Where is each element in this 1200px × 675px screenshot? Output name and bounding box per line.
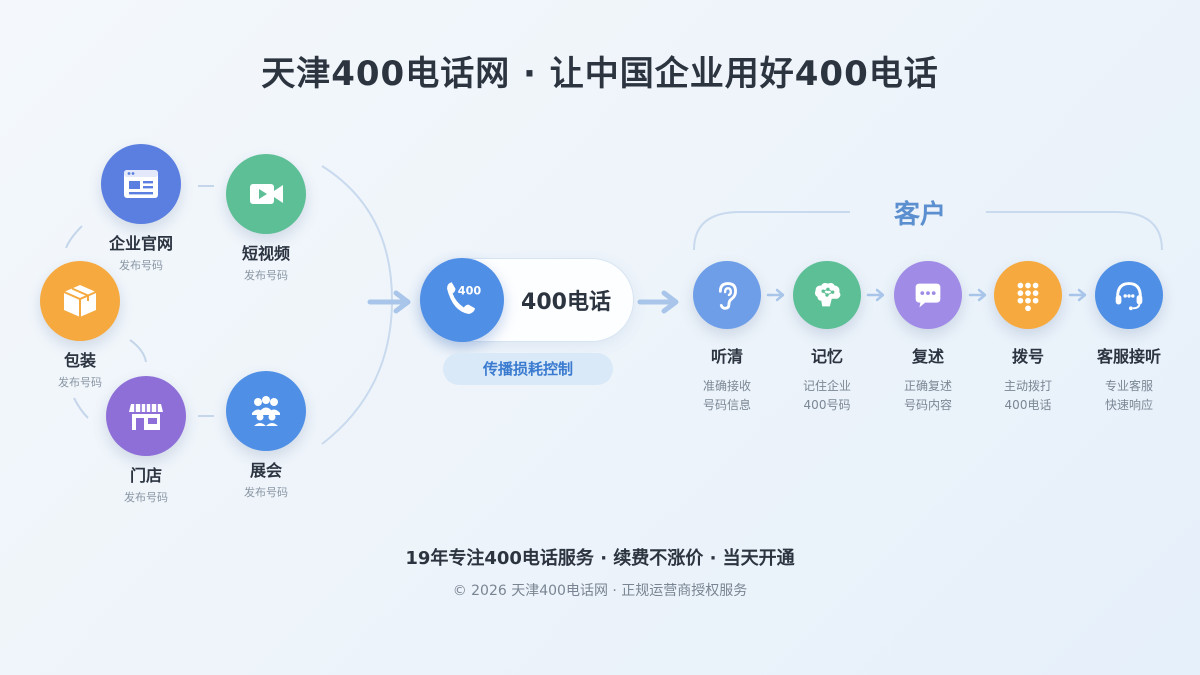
step-listen: 听清 准确接收号码信息 bbox=[667, 261, 787, 415]
source-website-label: 企业官网 bbox=[108, 234, 173, 253]
package-box-icon bbox=[63, 285, 97, 317]
customer-label: 客户 bbox=[893, 200, 946, 230]
source-package-label: 包装 bbox=[63, 351, 96, 370]
source-expo-label: 展会 bbox=[249, 461, 282, 480]
source-expo-circle bbox=[226, 371, 306, 451]
source-expo: 展会 发布号码 bbox=[196, 371, 336, 500]
source-package-circle bbox=[40, 261, 120, 341]
source-store-circle bbox=[106, 376, 186, 456]
source-video: 短视频 发布号码 bbox=[196, 154, 336, 283]
keypad-icon bbox=[1017, 282, 1039, 312]
step-repeat-label: 复述 bbox=[911, 347, 944, 366]
ear-icon bbox=[718, 282, 737, 310]
step-remember-circle bbox=[793, 261, 861, 329]
source-website-circle bbox=[101, 144, 181, 224]
connector-website-package bbox=[65, 225, 83, 249]
storefront-icon bbox=[129, 404, 163, 430]
source-package-sub: 发布号码 bbox=[58, 376, 102, 389]
step-arrow-3 bbox=[968, 288, 987, 302]
headset-icon bbox=[1115, 282, 1143, 311]
video-camera-icon bbox=[250, 184, 283, 204]
footer-tagline: 19年专注400电话服务 · 续费不涨价 · 当天开通 bbox=[405, 548, 795, 569]
step-dial-label: 拨号 bbox=[1011, 347, 1044, 366]
step-service: 客服接听 专业客服快速响应 bbox=[1069, 261, 1189, 415]
phone-icon: 400 bbox=[447, 282, 482, 314]
source-video-label: 短视频 bbox=[241, 244, 290, 263]
source-video-sub: 发布号码 bbox=[244, 269, 288, 282]
source-video-circle bbox=[226, 154, 306, 234]
loss-control-badge: 传播损耗控制 bbox=[443, 353, 613, 385]
connector-package-store bbox=[73, 397, 89, 419]
people-group-icon bbox=[252, 396, 280, 426]
center-400-circle: 400 bbox=[420, 258, 504, 342]
step-arrow-2 bbox=[866, 288, 885, 302]
step-service-circle bbox=[1095, 261, 1163, 329]
browser-icon bbox=[124, 170, 158, 198]
source-expo-sub: 发布号码 bbox=[244, 486, 288, 499]
step-arrow-4 bbox=[1068, 288, 1087, 302]
speech-bubble-icon bbox=[915, 283, 941, 308]
footer-copyright: © 2026 天津400电话网 · 正规运营商授权服务 bbox=[452, 583, 748, 599]
step-service-sub: 专业客服快速响应 bbox=[1104, 379, 1153, 412]
center-400-label: 400电话 bbox=[521, 290, 611, 315]
connector-package-store-inner bbox=[129, 339, 147, 363]
step-listen-sub: 准确接收号码信息 bbox=[702, 379, 751, 412]
source-website-sub: 发布号码 bbox=[119, 259, 163, 272]
page-title: 天津400电话网 · 让中国企业用好400电话 bbox=[261, 54, 939, 94]
step-repeat-sub: 正确复述号码内容 bbox=[903, 379, 952, 412]
center-400-number: 400 bbox=[458, 284, 482, 297]
step-repeat: 复述 正确复述号码内容 bbox=[868, 261, 988, 415]
step-repeat-circle bbox=[894, 261, 962, 329]
customer-bracket bbox=[693, 211, 1163, 251]
brain-icon bbox=[814, 282, 841, 307]
step-remember-label: 记忆 bbox=[810, 347, 843, 366]
step-dial-circle bbox=[994, 261, 1062, 329]
step-arrow-1 bbox=[766, 288, 785, 302]
source-store-label: 门店 bbox=[129, 466, 162, 485]
step-listen-label: 听清 bbox=[710, 347, 743, 366]
source-package: 包装 发布号码 bbox=[10, 261, 150, 390]
source-store: 门店 发布号码 bbox=[76, 376, 216, 505]
step-listen-circle bbox=[693, 261, 761, 329]
step-service-label: 客服接听 bbox=[1096, 347, 1161, 366]
source-store-sub: 发布号码 bbox=[124, 491, 168, 504]
source-website: 企业官网 发布号码 bbox=[71, 144, 211, 273]
